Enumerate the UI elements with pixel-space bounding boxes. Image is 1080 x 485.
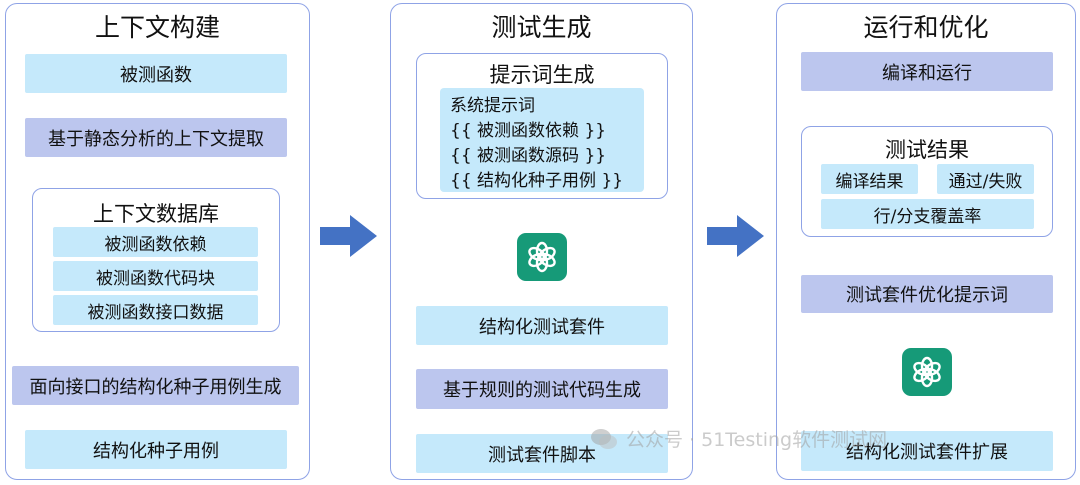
prompt-template: 系统提示词 {{ 被测函数依赖 }} {{ 被测函数源码 }} {{ 结构化种子… xyxy=(440,88,644,192)
panel-testgen-title: 测试生成 xyxy=(491,13,592,42)
box-suite-optimization-prompt: 测试套件优化提示词 xyxy=(801,275,1053,313)
context-database-title: 上下文数据库 xyxy=(93,202,219,226)
test-results-title: 测试结果 xyxy=(885,138,969,162)
box-structured-seed-cases: 结构化种子用例 xyxy=(25,430,287,469)
prompt-line-source: {{ 被测函数源码 }} xyxy=(450,146,607,166)
big-arrow-1-icon xyxy=(320,215,377,257)
box-test-suite-script: 测试套件脚本 xyxy=(416,434,668,473)
box-rule-based-codegen: 基于规则的测试代码生成 xyxy=(416,369,668,409)
db-item-dependencies: 被测函数依赖 xyxy=(53,227,258,257)
box-seed-case-generation: 面向接口的结构化种子用例生成 xyxy=(12,366,299,405)
panel-context-title: 上下文构建 xyxy=(94,13,220,42)
result-compile: 编译结果 xyxy=(821,164,918,194)
box-function-under-test: 被测函数 xyxy=(25,54,287,93)
db-item-code-block: 被测函数代码块 xyxy=(53,261,258,291)
result-coverage: 行/分支覆盖率 xyxy=(821,199,1034,229)
prompt-line-seed-cases: {{ 结构化种子用例 }} xyxy=(450,171,624,191)
wechat-icon xyxy=(591,428,617,449)
big-arrow-2-icon xyxy=(707,215,764,257)
prompt-line-dependencies: {{ 被测函数依赖 }} xyxy=(450,121,607,141)
panel-optimize-title: 运行和优化 xyxy=(863,13,989,42)
prompt-line-system: 系统提示词 xyxy=(450,96,535,116)
box-compile-and-run: 编译和运行 xyxy=(801,52,1053,91)
openai-logo-icon xyxy=(517,233,567,281)
result-pass-fail: 通过/失败 xyxy=(937,164,1034,194)
prompt-generation-title: 提示词生成 xyxy=(489,63,595,87)
box-test-suite-extension: 结构化测试套件扩展 xyxy=(801,431,1053,471)
box-structured-test-suite: 结构化测试套件 xyxy=(416,306,668,345)
db-item-interface-data: 被测函数接口数据 xyxy=(53,295,258,325)
box-static-context-extraction: 基于静态分析的上下文提取 xyxy=(25,118,287,157)
watermark: 公众号 · 51Testing软件测试网 xyxy=(590,425,887,452)
openai-logo-icon xyxy=(902,348,952,396)
watermark-text: 公众号 · 51Testing软件测试网 xyxy=(626,429,888,451)
